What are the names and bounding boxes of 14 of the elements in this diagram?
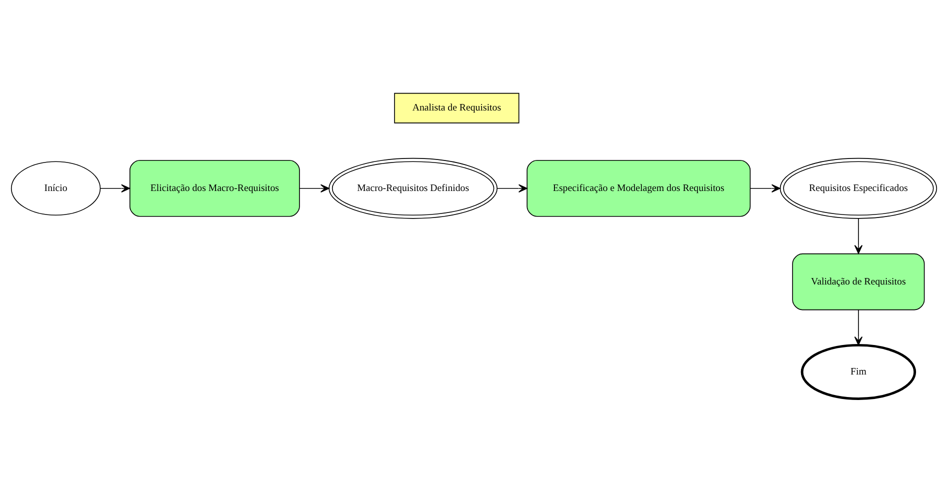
node-ellipse: Início [10, 161, 101, 216]
node-box: Elicitação dos Macro-Requisitos [129, 160, 300, 217]
arrow [496, 184, 528, 192]
node-box: Validação de Requisitos [792, 253, 925, 310]
node-ellipse: Macro-Requisitos Definidos [328, 158, 498, 219]
node-ellipse: Fim [800, 344, 916, 400]
arrow [854, 218, 863, 254]
arrow [854, 310, 863, 346]
arrow [750, 184, 780, 192]
node-box: Especificação e Modelagem dos Requisitos [526, 160, 751, 217]
node-box: Analista de Requisitos [394, 92, 520, 124]
arrow [299, 184, 330, 192]
node-ellipse: Requisitos Especificados [780, 158, 938, 219]
arrow [100, 184, 130, 192]
